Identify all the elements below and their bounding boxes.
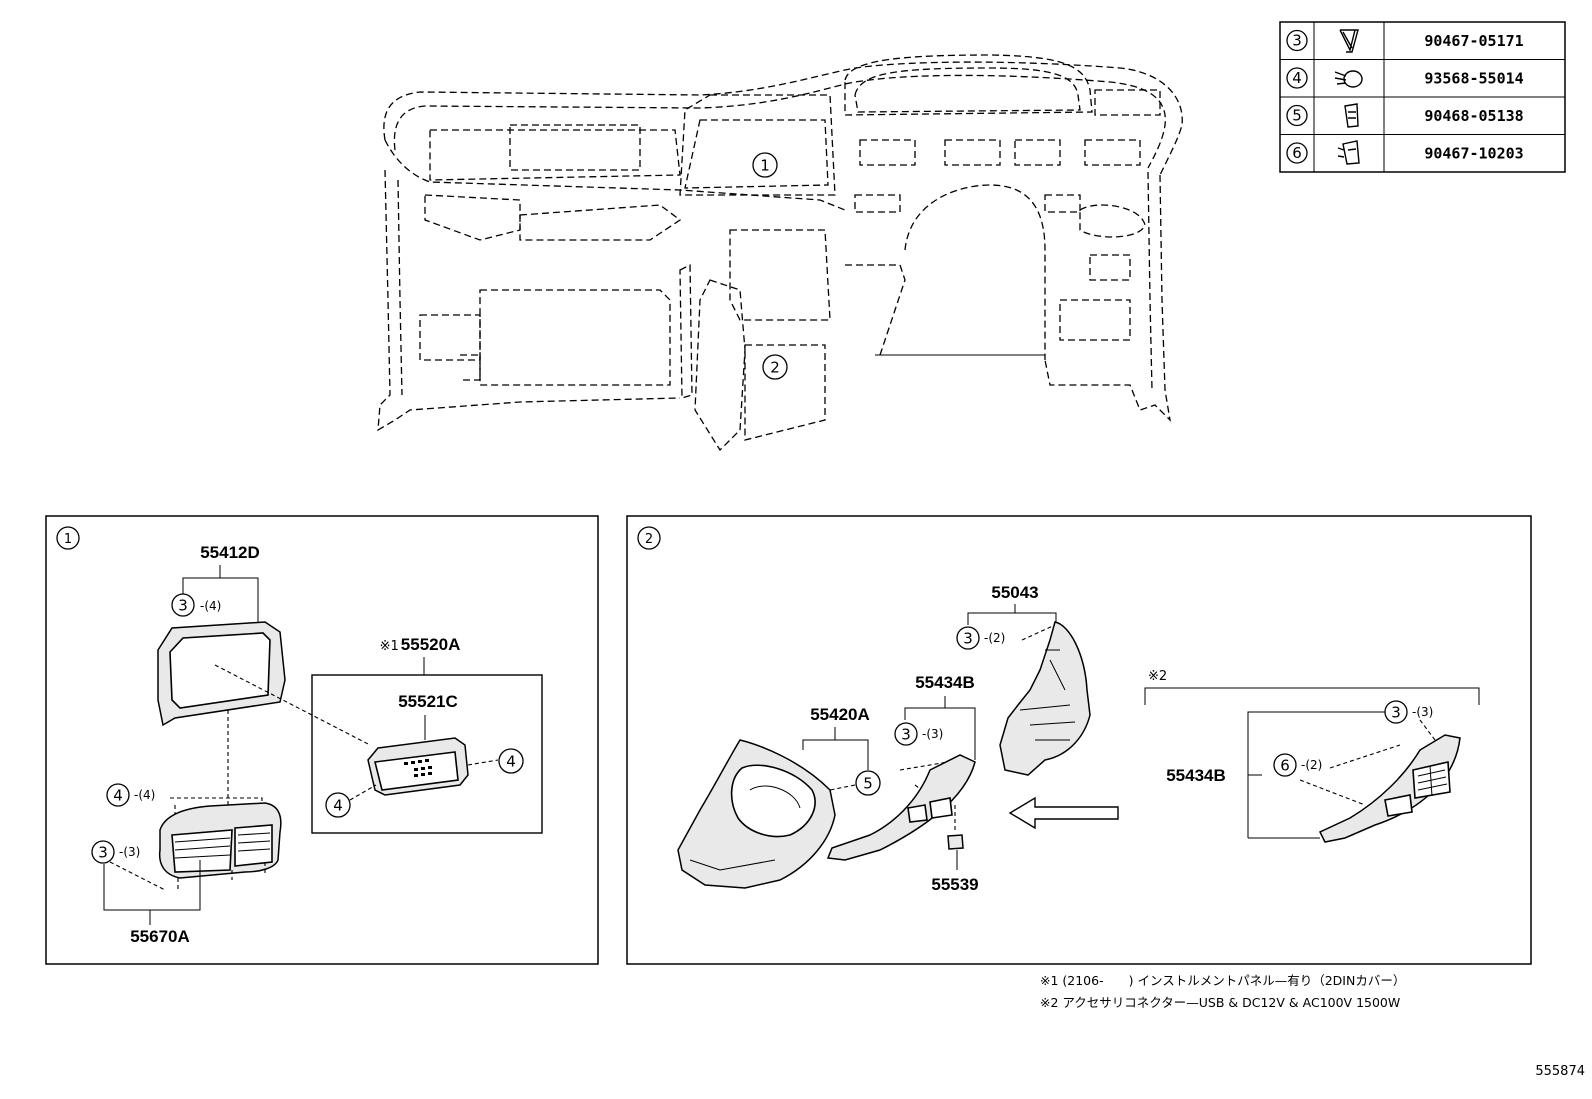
overview-callout-1-label: 1 — [760, 157, 770, 175]
table-ref-5: 5 — [1292, 107, 1302, 125]
bezel-55412D-illustration — [157, 621, 286, 727]
part-55539: 55539 — [931, 875, 978, 894]
callout-circle — [325, 792, 351, 818]
table-part-no: 90468-05138 — [1424, 107, 1523, 125]
part-55521C: 55521C — [398, 692, 458, 711]
detail-panel-1 — [45, 515, 599, 965]
note-mark: ※1 — [380, 639, 399, 654]
fastener-table — [1279, 21, 1566, 173]
callout-3: 3 — [963, 630, 973, 648]
table-ref-circle — [1286, 29, 1308, 52]
panel-1-index-circle — [56, 526, 80, 550]
callout-qty: -(4) — [200, 599, 221, 613]
callout-circle — [956, 626, 980, 650]
table-part-no: 90467-10203 — [1424, 145, 1523, 163]
part-55420A: 55420A — [810, 705, 870, 724]
connector-55539-illustration — [947, 834, 964, 850]
table-part-no: 90467-05171 — [1424, 32, 1523, 50]
panel-2-index: 2 — [645, 532, 653, 547]
console-55420A-illustration — [677, 739, 836, 889]
table-part-no: 93568-55014 — [1424, 70, 1523, 88]
part-55412D: 55412D — [200, 543, 260, 562]
panel-55521C-illustration — [367, 737, 469, 796]
part-55520A-number: 55520A — [401, 635, 461, 654]
table-ref-circle — [1286, 142, 1308, 164]
footnote-1: ※1 (2106- ) インストルメントパネル—有り（2DINカバー） — [1040, 973, 1405, 988]
overview-callout-2-label: 2 — [770, 359, 780, 377]
callout-qty: -(2) — [1301, 758, 1322, 772]
part-55043: 55043 — [991, 583, 1038, 602]
callout-5: 5 — [863, 775, 873, 793]
callout-4: 4 — [113, 787, 123, 805]
callout-circle — [894, 722, 918, 746]
callout-circle — [1384, 700, 1408, 724]
overview-callout-2 — [762, 354, 788, 380]
table-ref-6: 6 — [1292, 144, 1302, 162]
table-ref-3: 3 — [1292, 32, 1302, 50]
panel-2-index-circle — [637, 526, 661, 550]
callout-circle — [171, 593, 195, 617]
callout-3: 3 — [98, 844, 108, 862]
clip-icon — [1339, 29, 1359, 53]
dashboard-overview-drawing — [377, 54, 1183, 452]
cover-55043-illustration — [999, 621, 1091, 776]
clip-icon — [1337, 140, 1360, 165]
callout-circle — [498, 748, 524, 774]
assembly-direction-arrow — [1008, 796, 1119, 830]
note-mark-2: ※2 — [1148, 669, 1167, 684]
clip-icon — [1344, 103, 1359, 128]
callout-qty: -(3) — [119, 845, 140, 859]
callout-qty: -(4) — [134, 788, 155, 802]
panel-55434B-illustration — [826, 754, 976, 861]
callout-qty: -(2) — [984, 631, 1005, 645]
callout-4: 4 — [333, 797, 343, 815]
screw-icon — [1334, 70, 1363, 88]
table-ref-circle — [1286, 104, 1308, 127]
footnote-2: ※2 アクセサリコネクター—USB & DC12V & AC100V 1500W — [1040, 995, 1400, 1010]
callout-qty: -(3) — [922, 727, 943, 741]
table-ref-circle — [1286, 67, 1308, 89]
callout-qty: -(3) — [1412, 705, 1433, 719]
detail-panel-2 — [626, 515, 1532, 965]
callout-circle — [106, 783, 130, 807]
part-55670A: 55670A — [130, 927, 190, 946]
part-55434B-mid: 55434B — [915, 673, 975, 692]
part-55434B-right: 55434B — [1166, 766, 1226, 785]
table-ref-4: 4 — [1292, 69, 1302, 87]
panel-55434B-with-connector-illustration — [1318, 734, 1461, 843]
air-vent-55670A-illustration — [158, 802, 282, 879]
part-55520A-box — [311, 674, 543, 834]
illustration-number: 555874 — [1535, 1064, 1585, 1079]
callout-circle — [855, 770, 881, 796]
callout-circle — [1273, 753, 1297, 777]
panel-1-index: 1 — [64, 532, 72, 547]
callout-3: 3 — [178, 597, 188, 615]
overview-callout-1 — [752, 152, 778, 178]
callout-3: 3 — [901, 726, 911, 744]
callout-4: 4 — [506, 753, 516, 771]
callout-circle — [91, 840, 115, 864]
callout-3: 3 — [1391, 704, 1401, 722]
callout-6: 6 — [1280, 757, 1290, 775]
